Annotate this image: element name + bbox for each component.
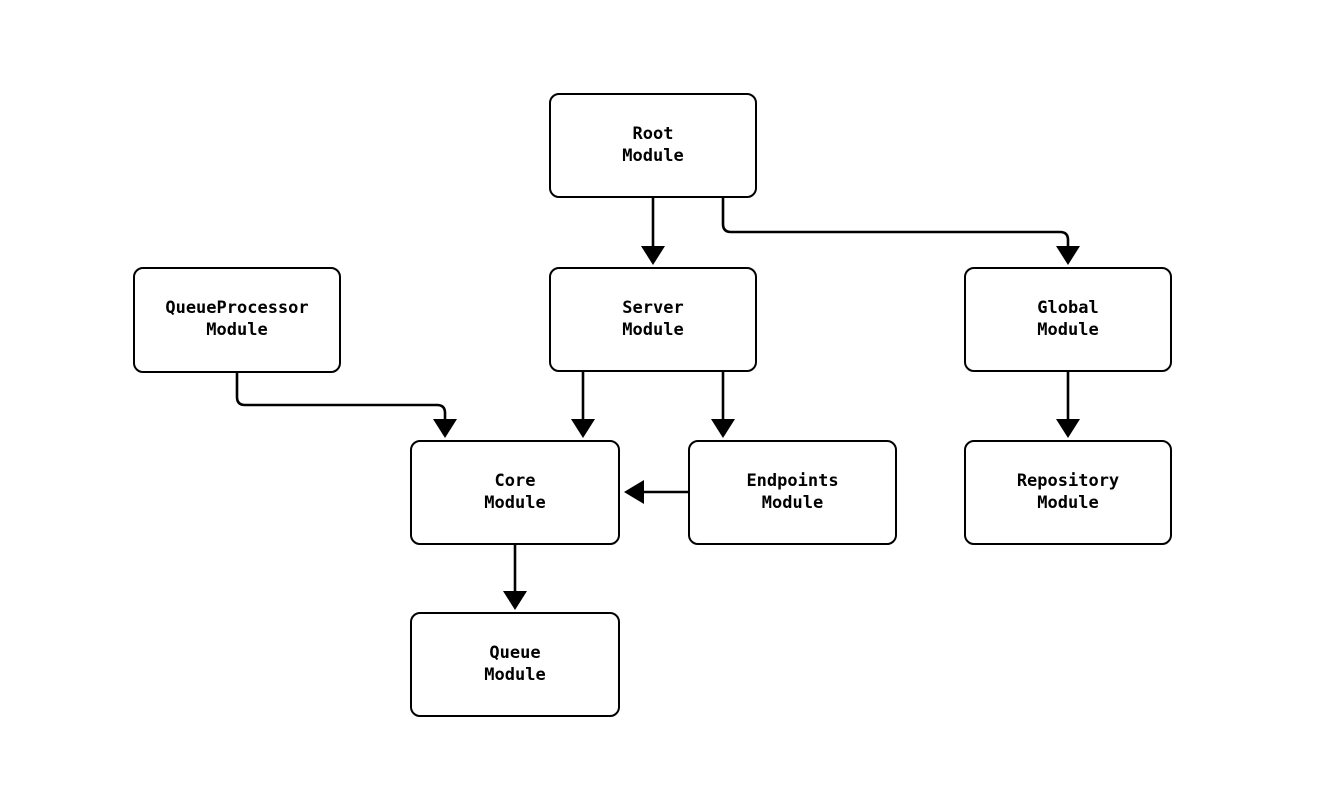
arrowhead-endpoints-to-core (624, 480, 644, 504)
node-queueprocessor-module-label: QueueProcessor Module (165, 298, 309, 340)
edge-queueprocessor-to-core (235, 372, 447, 421)
arrowhead-server-to-endpoints (711, 419, 735, 438)
node-core-module-label: Core Module (484, 470, 546, 513)
arrowhead-queueprocessor-to-core (433, 419, 457, 438)
node-endpoints-module-label: Endpoints Module (746, 470, 839, 513)
node-root-module: Root Module (549, 93, 757, 198)
arrowhead-server-to-core (571, 419, 595, 438)
node-server-module: Server Module (549, 267, 757, 372)
node-server-module-label: Server Module (622, 297, 684, 340)
arrowhead-global-to-repository (1056, 419, 1080, 438)
node-global-module: Global Module (964, 267, 1172, 372)
node-core-module: Core Module (410, 440, 620, 545)
node-root-module-label: Root Module (622, 123, 684, 166)
node-queue-module-label: Queue Module (484, 642, 546, 685)
arrowhead-root-to-global (1056, 246, 1080, 265)
node-repository-module: Repository Module (964, 440, 1172, 545)
edge-root-to-global (721, 198, 1070, 248)
node-repository-module-label: Repository Module (1016, 470, 1120, 513)
node-endpoints-module: Endpoints Module (688, 440, 897, 545)
node-global-module-label: Global Module (1037, 297, 1099, 340)
node-queue-module: Queue Module (410, 612, 620, 717)
node-queueprocessor-module: QueueProcessor Module (133, 267, 341, 373)
arrowhead-core-to-queue (503, 591, 527, 610)
arrowhead-root-to-server (641, 246, 665, 265)
